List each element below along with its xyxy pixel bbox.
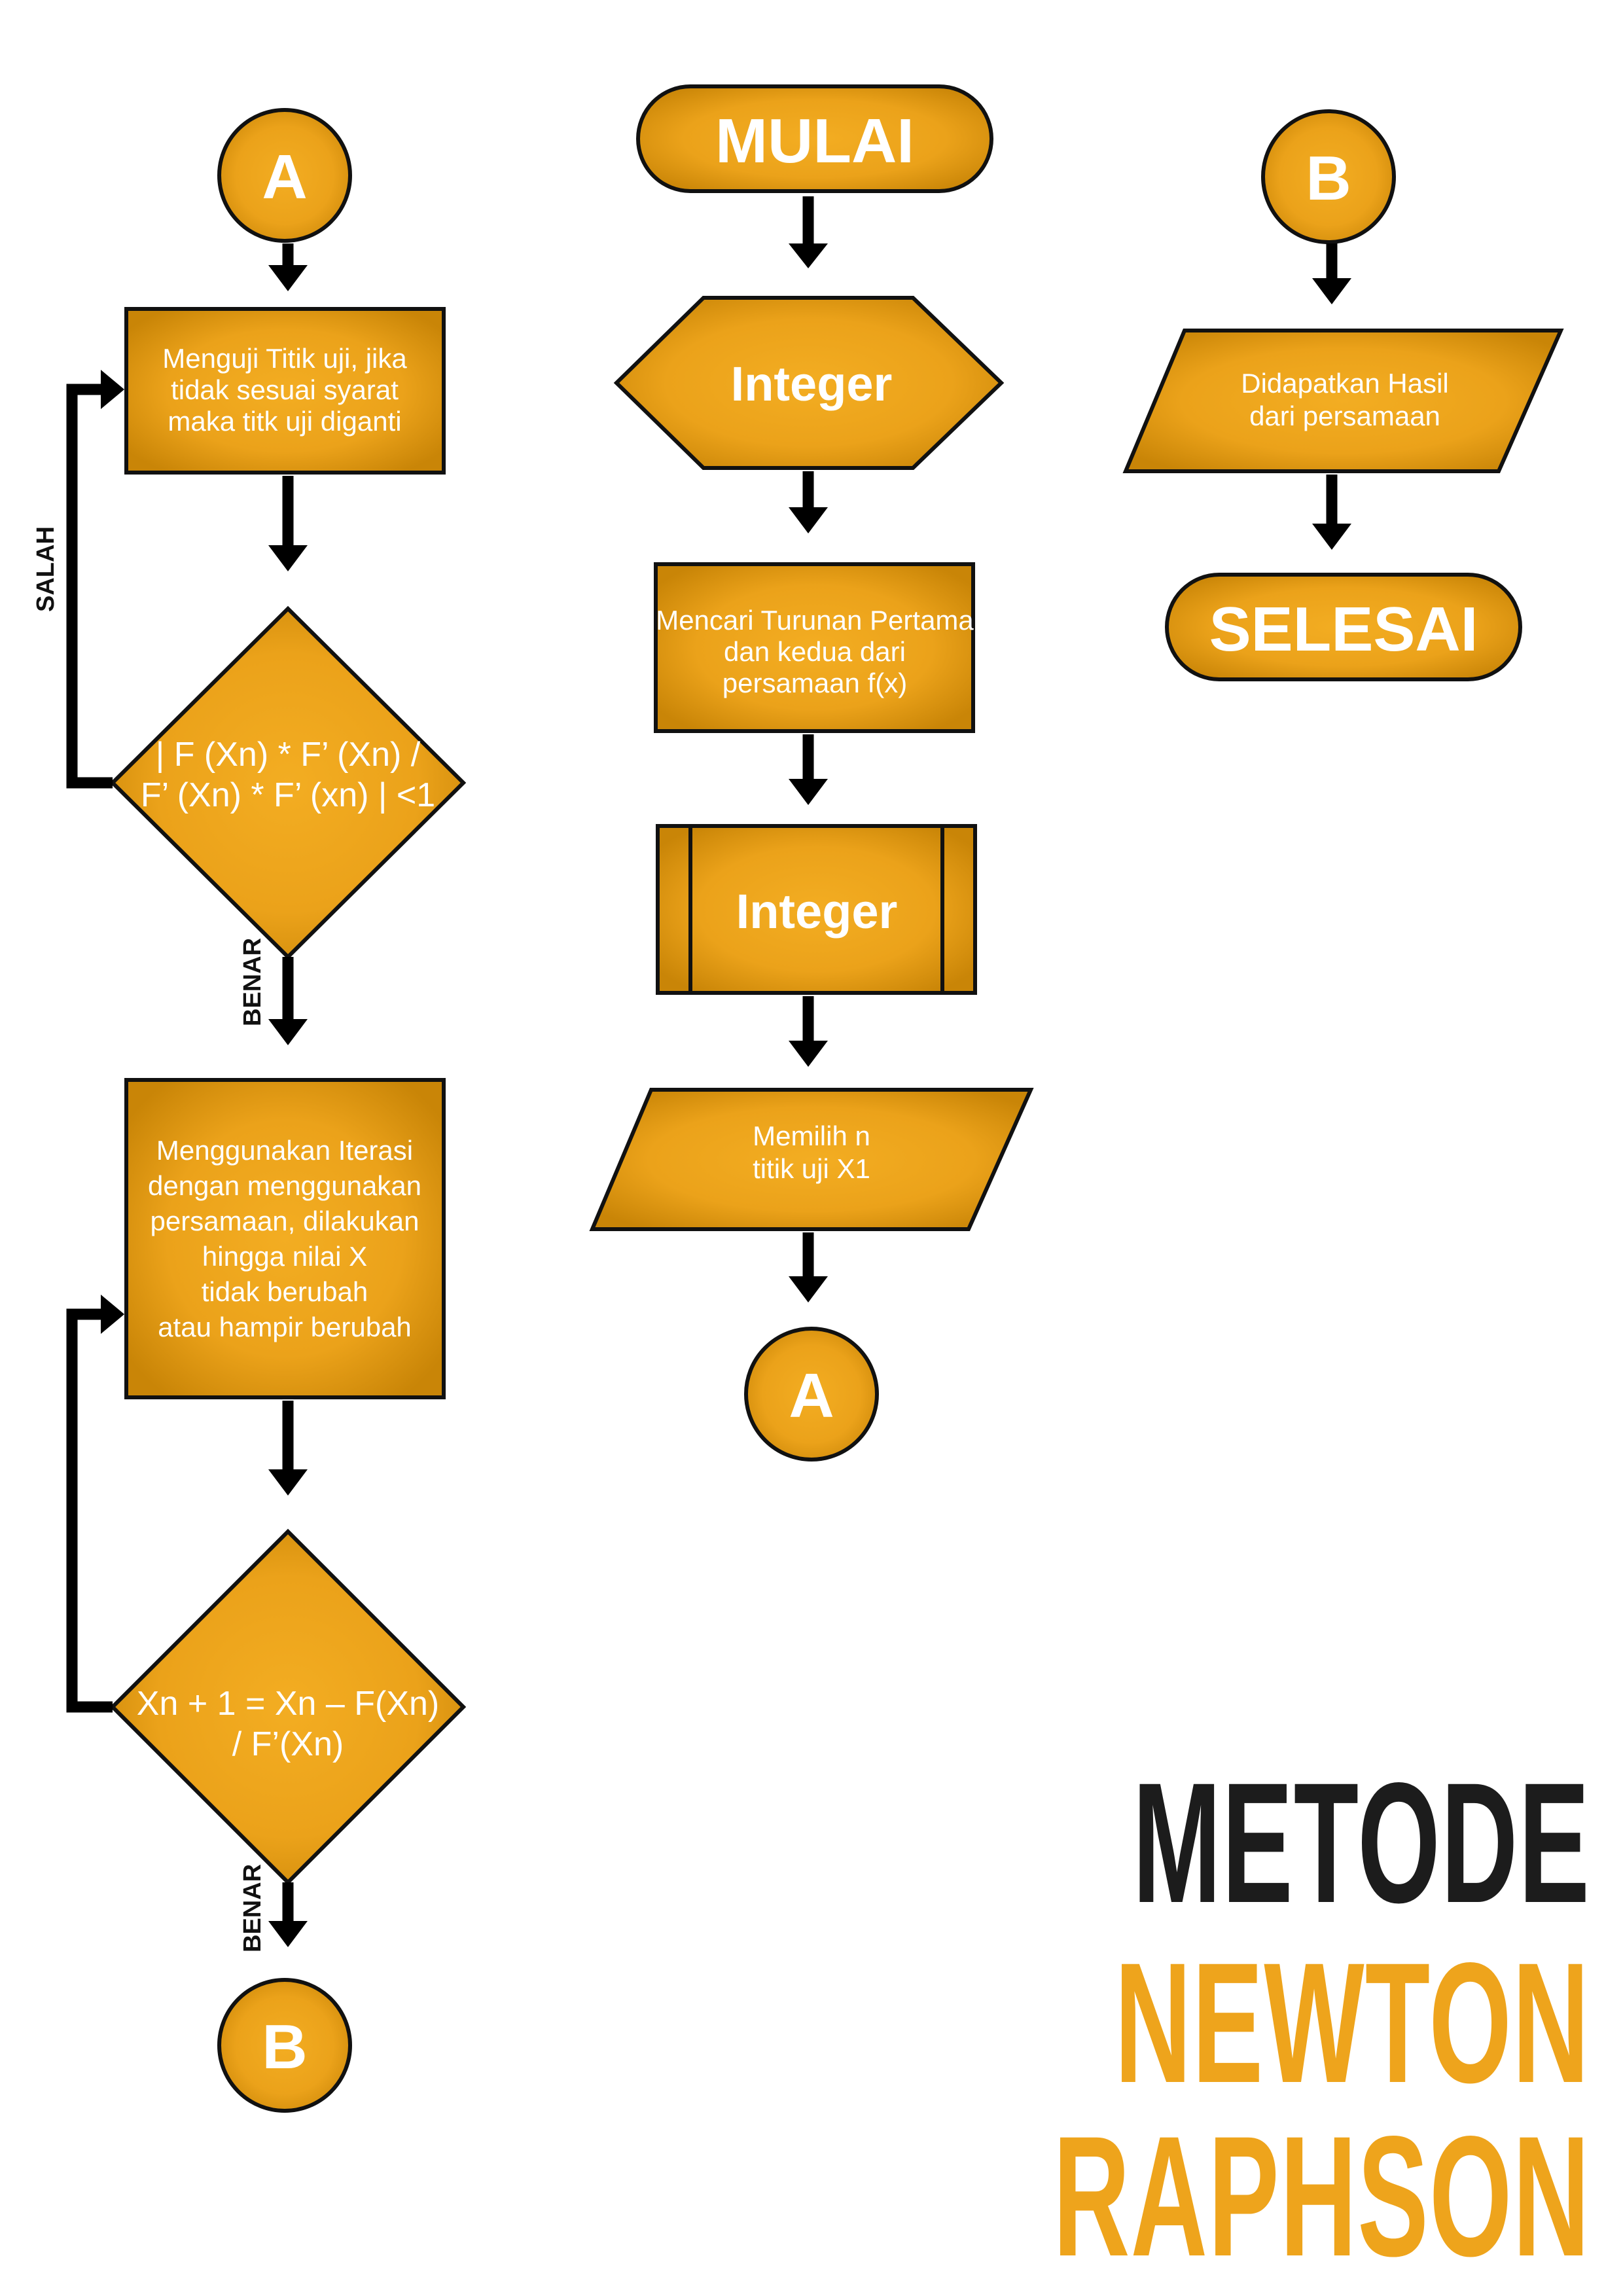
arrow-hexagon-to-derivative: [789, 471, 828, 533]
decision1-line-1: | F (Xn) * F’ (Xn) /: [156, 736, 421, 774]
iterate-line-1: Menggunakan Iterasi: [156, 1135, 413, 1166]
formula-decision: Xn + 1 = Xn – F(Xn) / F’(Xn): [109, 1528, 467, 1886]
arrow-decision2-to-connector-b: [268, 1882, 308, 1947]
test-line-2: tidak sesuai syarat: [171, 374, 399, 405]
test-line-3: maka titk uji diganti: [168, 406, 401, 437]
output-parallelogram: Didapatkan Hasil dari persamaan: [1122, 329, 1564, 473]
end-terminator: SELESAI: [1165, 573, 1522, 681]
condition-decision: | F (Xn) * F’ (Xn) / F’ (Xn) * F’ (xn) |…: [109, 605, 467, 960]
arrow-output-to-end: [1312, 475, 1351, 550]
iterate-line-3: persamaan, dilakukan: [151, 1206, 419, 1236]
title-line-metode: METODE: [1132, 1747, 1590, 1939]
test-point-process: Menguji Titik uji, jika tidak sesuai sya…: [124, 307, 446, 475]
integer-predefined-process: Integer: [656, 824, 977, 995]
hexagon-label: Integer: [731, 357, 893, 411]
iterate-line-6: atau hampir berubah: [158, 1312, 412, 1342]
true-label-1: BENAR: [239, 938, 266, 1026]
derivative-line-3: persamaan f(x): [722, 668, 907, 698]
connector-b-top: B: [1261, 109, 1396, 244]
arrow-iterate-to-decision2: [268, 1401, 308, 1496]
output-line-1: Didapatkan Hasil: [1241, 368, 1449, 399]
connector-a-bottom-label: A: [789, 1361, 834, 1431]
true-label-2: BENAR: [239, 1864, 266, 1952]
iterate-line-5: tidak berubah: [202, 1276, 368, 1307]
output-line-2: dari persamaan: [1249, 401, 1440, 431]
derivative-line-1: Mencari Turunan Pertama: [656, 605, 974, 636]
arrow-predefined-to-input: [789, 996, 828, 1067]
title-line-raphson: RAPHSON: [1053, 2100, 1590, 2292]
loop-back-to-iterate: [66, 1295, 124, 1713]
start-terminator: MULAI: [636, 84, 993, 193]
connector-b-bottom-label: B: [262, 2012, 307, 2082]
input-parallelogram: Memilih n titik uji X1: [589, 1088, 1034, 1231]
input-line-1: Memilih n: [753, 1121, 870, 1151]
decision1-line-2: F’ (Xn) * F’ (xn) | <1: [141, 776, 435, 814]
arrow-a-to-test: [268, 243, 308, 291]
arrow-input-to-connector-a: [789, 1232, 828, 1302]
input-line-2: titik uji X1: [753, 1153, 870, 1184]
integer-hexagon: Integer: [613, 296, 1005, 470]
arrow-b-to-output: [1312, 243, 1351, 304]
connector-a-top: A: [217, 108, 352, 243]
iteration-process: Menggunakan Iterasi dengan menggunakan p…: [124, 1078, 446, 1399]
iterate-line-4: hingga nilai X: [202, 1241, 367, 1272]
false-label: SALAH: [32, 526, 60, 612]
iterate-line-2: dengan menggunakan: [148, 1170, 421, 1201]
derivative-line-2: dan kedua dari: [724, 636, 906, 667]
predefined-label: Integer: [736, 884, 898, 939]
derivative-process: Mencari Turunan Pertama dan kedua dari p…: [654, 562, 975, 733]
connector-b-bottom: B: [217, 1978, 352, 2113]
arrow-test-to-decision1: [268, 476, 308, 571]
test-line-1: Menguji Titik uji, jika: [162, 343, 407, 374]
start-label: MULAI: [715, 106, 914, 176]
connector-a-top-label: A: [262, 142, 307, 212]
end-label: SELESAI: [1209, 594, 1478, 664]
arrow-decision1-to-iterate: [268, 957, 308, 1045]
connector-b-top-label: B: [1306, 143, 1351, 213]
decision2-line-2: / F’(Xn): [232, 1725, 344, 1763]
arrow-start-to-hexagon: [789, 196, 828, 268]
connector-a-bottom: A: [744, 1327, 879, 1462]
arrow-derivative-to-predefined: [789, 734, 828, 805]
loop-false-back-to-test: [66, 370, 124, 789]
decision2-line-1: Xn + 1 = Xn – F(Xn): [137, 1685, 439, 1723]
title-line-newton: NEWTON: [1115, 1927, 1590, 2119]
